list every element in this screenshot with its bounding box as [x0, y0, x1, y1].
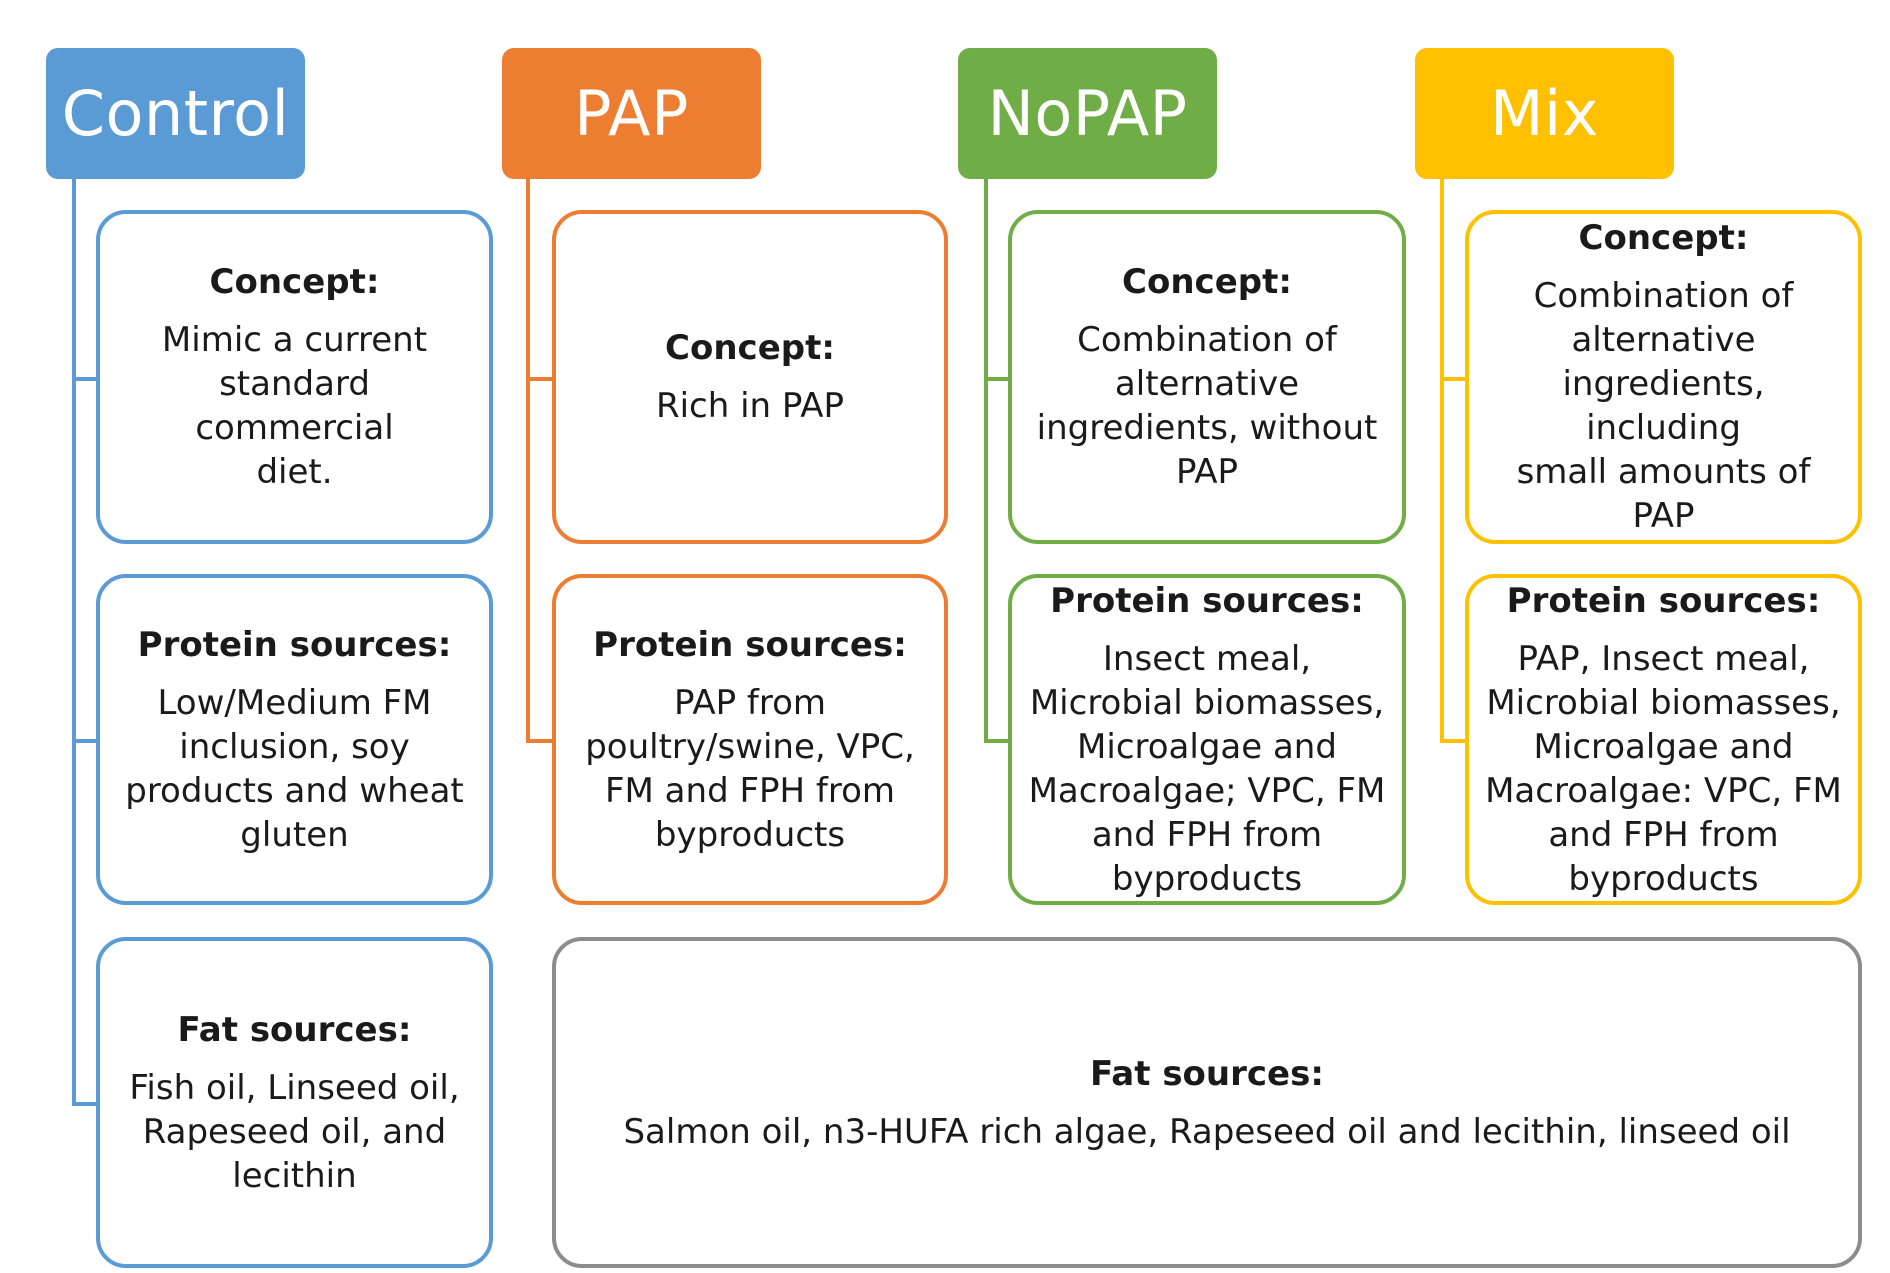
- pap-protein-title: Protein sources:: [593, 624, 907, 665]
- nopap-concept-title: Concept:: [1122, 262, 1292, 302]
- mix-concept-box: Concept: Combination of alternative ingr…: [1465, 210, 1862, 544]
- nopap-protein-box: Protein sources: Insect meal, Microbial …: [1008, 574, 1406, 905]
- pap-connector-protein: [526, 739, 576, 743]
- shared-fat-text: Salmon oil, n3-HUFA rich algae, Rapeseed…: [623, 1111, 1791, 1152]
- pap-concept-title: Concept:: [665, 328, 835, 368]
- pap-protein-text: PAP from poultry/swine, VPC, FM and FPH …: [585, 682, 915, 855]
- shared-fat-box: Fat sources: Salmon oil, n3-HUFA rich al…: [552, 937, 1862, 1268]
- control-fat-title: Fat sources:: [177, 1009, 412, 1050]
- control-concept-box: Concept: Mimic a current standard commer…: [96, 210, 493, 544]
- pap-connector-vertical: [526, 179, 530, 743]
- mix-concept-title: Concept:: [1578, 218, 1749, 258]
- pap-protein-box: Protein sources: PAP from poultry/swine,…: [552, 574, 948, 905]
- nopap-header: NoPAP: [958, 48, 1217, 179]
- pap-header-label: PAP: [574, 77, 689, 150]
- control-protein-title: Protein sources:: [137, 624, 452, 665]
- mix-protein-title: Protein sources:: [1506, 580, 1821, 621]
- control-connector-vertical: [72, 179, 76, 1106]
- nopap-header-label: NoPAP: [987, 77, 1188, 150]
- nopap-concept-box: Concept: Combination of alternative ingr…: [1008, 210, 1406, 544]
- nopap-protein-text: Insect meal, Microbial biomasses, Microa…: [1028, 638, 1386, 899]
- pap-header: PAP: [502, 48, 761, 179]
- nopap-concept-text: Combination of alternative ingredients, …: [1036, 320, 1378, 492]
- nopap-connector-vertical: [984, 179, 988, 743]
- shared-fat-title: Fat sources:: [1090, 1053, 1324, 1094]
- mix-header: Mix: [1415, 48, 1674, 179]
- pap-connector-concept: [526, 377, 576, 381]
- mix-concept-text: Combination of alternative ingredients, …: [1516, 276, 1811, 536]
- control-fat-text: Fish oil, Linseed oil, Rapeseed oil, and…: [129, 1067, 460, 1196]
- mix-header-label: Mix: [1490, 77, 1599, 150]
- mix-connector-vertical: [1440, 179, 1444, 743]
- control-concept-text: Mimic a current standard commercial diet…: [161, 320, 428, 492]
- control-protein-text: Low/Medium FM inclusion, soy products an…: [125, 682, 464, 855]
- control-header: Control: [46, 48, 305, 179]
- mix-protein-box: Protein sources: PAP, Insect meal, Micro…: [1465, 574, 1862, 905]
- control-protein-box: Protein sources: Low/Medium FM inclusion…: [96, 574, 493, 905]
- control-concept-title: Concept:: [209, 262, 380, 302]
- pap-concept-text: Rich in PAP: [655, 386, 844, 426]
- mix-protein-text: PAP, Insect meal, Microbial biomasses, M…: [1485, 638, 1842, 899]
- pap-concept-box: Concept: Rich in PAP: [552, 210, 948, 544]
- nopap-protein-title: Protein sources:: [1050, 580, 1364, 621]
- control-fat-box: Fat sources: Fish oil, Linseed oil, Rape…: [96, 937, 493, 1268]
- control-header-label: Control: [61, 77, 290, 150]
